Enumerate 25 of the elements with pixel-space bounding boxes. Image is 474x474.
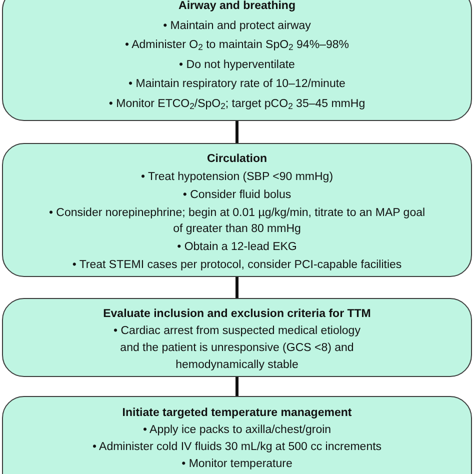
process-box — [2, 396, 472, 474]
bullet-item: • Cardiac arrest from suspected medical etiology and the patient is unresponsive (GCS <8) and hemodynamically stable — [112, 324, 362, 373]
bullet-item: • Do not hyperventilate — [179, 58, 295, 72]
bullet-item: • Administer cold IV fluids 30 mL/kg at 500 cc increments — [92, 440, 382, 455]
bullet-item: • Treat hypotension (SBP <90 mmHg) — [140, 170, 334, 185]
process-box — [2, 0, 472, 121]
connector-line — [236, 277, 238, 298]
box-heading: Initiate targeted temperature management — [122, 406, 352, 421]
bullet-item: • Monitor temperature — [182, 457, 292, 472]
bullet-item: • Consider fluid bolus — [182, 188, 292, 203]
bullet-item: • Monitor ETCO$_{2}$/SpO$_{2}$; target pCO$_{2}$ 35–45 mmHg — [108, 96, 366, 113]
bullet-item: • Treat STEMI cases per protocol, consider PCI-capable facilities — [72, 258, 402, 273]
bullet-item: • Apply ice packs to axilla/chest/groin — [142, 423, 332, 438]
process-box — [2, 298, 472, 377]
box-heading: Airway and breathing — [178, 0, 296, 14]
bullet-item: • Consider norepinephrine; begin at 0.01 µg/kg/min, titrate to an MAP goal of greater than 80 mmHg — [48, 206, 426, 237]
box-heading: Circulation — [206, 152, 268, 167]
process-box — [2, 143, 472, 277]
box-heading: Evaluate inclusion and exclusion criteria for TTM — [103, 307, 371, 322]
bullet-item: • Maintain and protect airway — [163, 18, 311, 34]
connector-line — [236, 121, 238, 143]
bullet-item: • Maintain respiratory rate of 10–12/minute — [128, 77, 346, 92]
bullet-item: • Administer O$_{2}$ to maintain SpO$_{2}$ 94%–98% — [125, 38, 349, 54]
bullet-item: • Obtain a 12-lead EKG — [177, 240, 297, 255]
connector-line — [236, 377, 238, 396]
